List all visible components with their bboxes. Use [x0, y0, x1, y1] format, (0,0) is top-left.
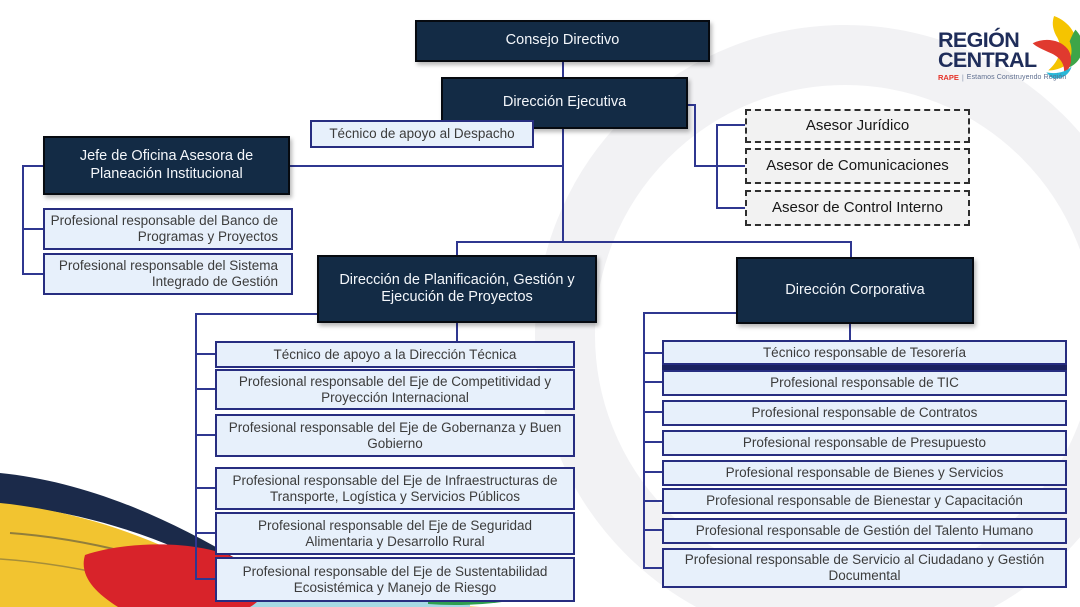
- org-node-corporate-item: Profesional responsable de TIC: [662, 370, 1067, 396]
- connector-line: [195, 313, 319, 315]
- org-node-banco-programas: Profesional responsable del Banco de Pro…: [43, 208, 293, 250]
- org-node-corporate-item: Profesional responsable de Gestión del T…: [662, 518, 1067, 544]
- connector-line: [562, 129, 564, 243]
- org-node-jefe-oficina-planeacion: Jefe de Oficina Asesora de Planeación In…: [43, 136, 290, 195]
- connector-line: [22, 273, 45, 275]
- connector-line: [849, 324, 851, 341]
- connector-line: [195, 532, 217, 534]
- org-node-asesor-juridico: Asesor Jurídico: [745, 109, 970, 143]
- org-node-projects-item: Profesional responsable del Eje de Suste…: [215, 557, 575, 602]
- connector-line: [694, 165, 746, 167]
- logo-tagline-row: RAPE | Estamos Construyendo Región: [938, 73, 1078, 82]
- connector-line: [456, 241, 852, 243]
- org-node-projects-item: Profesional responsable del Eje de Segur…: [215, 512, 575, 555]
- connector-line: [22, 165, 45, 167]
- logo-tagline: Estamos Construyendo Región: [966, 73, 1067, 81]
- logo-word-central: CENTRAL: [938, 47, 1037, 72]
- connector-line: [643, 312, 645, 569]
- org-node-corporate-item: Profesional responsable de Bienestar y C…: [662, 488, 1067, 514]
- org-node-sistema-integrado: Profesional responsable del Sistema Inte…: [43, 253, 293, 295]
- org-node-corporate-item: Profesional responsable de Servicio al C…: [662, 548, 1067, 588]
- connector-line: [643, 471, 664, 473]
- logo-flame-red: [1032, 39, 1072, 75]
- connector-line: [22, 165, 24, 275]
- connector-line: [643, 312, 738, 314]
- connector-line: [643, 352, 664, 354]
- connector-line: [195, 313, 197, 580]
- connector-line: [195, 388, 217, 390]
- connector-line: [643, 529, 664, 531]
- connector-line: [643, 500, 664, 502]
- org-node-projects-item: Profesional responsable del Eje de Infra…: [215, 467, 575, 510]
- connector-line: [688, 104, 696, 106]
- connector-line: [22, 228, 45, 230]
- org-node-asesor-comunicaciones: Asesor de Comunicaciones: [745, 148, 970, 184]
- org-node-direccion-planificacion: Dirección de Planificación, Gestión y Ej…: [317, 255, 597, 323]
- org-node-projects-item: Técnico de apoyo a la Dirección Técnica: [215, 341, 575, 368]
- org-node-direccion-ejecutiva: Dirección Ejecutiva: [441, 77, 688, 129]
- org-node-tecnico-apoyo-despacho: Técnico de apoyo al Despacho: [310, 120, 534, 148]
- logo-flame-blue: [1046, 66, 1072, 79]
- connector-line: [290, 165, 564, 167]
- region-central-logo: REGIÓN CENTRAL RAPE | Estamos Construyen…: [938, 16, 1080, 82]
- connector-line: [850, 241, 852, 259]
- org-node-consejo-directivo: Consejo Directivo: [415, 20, 710, 62]
- org-node-direccion-corporativa: Dirección Corporativa: [736, 257, 974, 324]
- connector-line: [195, 434, 217, 436]
- connector-line: [716, 124, 718, 209]
- logo-separator: |: [961, 72, 964, 82]
- connector-line: [195, 353, 217, 355]
- org-node-projects-item: Profesional responsable del Eje de Compe…: [215, 369, 575, 410]
- connector-line: [643, 411, 664, 413]
- org-node-corporate-item: Profesional responsable de Presupuesto: [662, 430, 1067, 456]
- connector-line: [716, 124, 746, 126]
- connector-line: [643, 567, 664, 569]
- logo-acronym: RAPE: [938, 72, 959, 82]
- connector-line: [694, 104, 696, 167]
- background-ring-circle: [535, 25, 1080, 607]
- logo-word-region: REGIÓN: [938, 28, 1020, 52]
- connector-line: [716, 207, 746, 209]
- connector-line: [643, 381, 664, 383]
- connector-line: [643, 441, 664, 443]
- connector-line: [195, 578, 217, 580]
- org-node-corporate-item: Profesional responsable de Bienes y Serv…: [662, 460, 1067, 486]
- logo-flame-green: [1063, 29, 1080, 69]
- connector-line: [456, 241, 458, 257]
- org-node-corporate-item: Profesional responsable de Contratos: [662, 400, 1067, 426]
- navy-divider-bar: [662, 365, 1067, 370]
- connector-line: [562, 62, 564, 78]
- logo-flame-icon: [1032, 16, 1080, 79]
- connector-line: [195, 487, 217, 489]
- connector-line: [456, 323, 458, 343]
- org-node-projects-item: Profesional responsable del Eje de Gober…: [215, 414, 575, 457]
- org-node-corporate-item: Técnico responsable de Tesorería: [662, 340, 1067, 365]
- org-node-asesor-control-interno: Asesor de Control Interno: [745, 190, 970, 226]
